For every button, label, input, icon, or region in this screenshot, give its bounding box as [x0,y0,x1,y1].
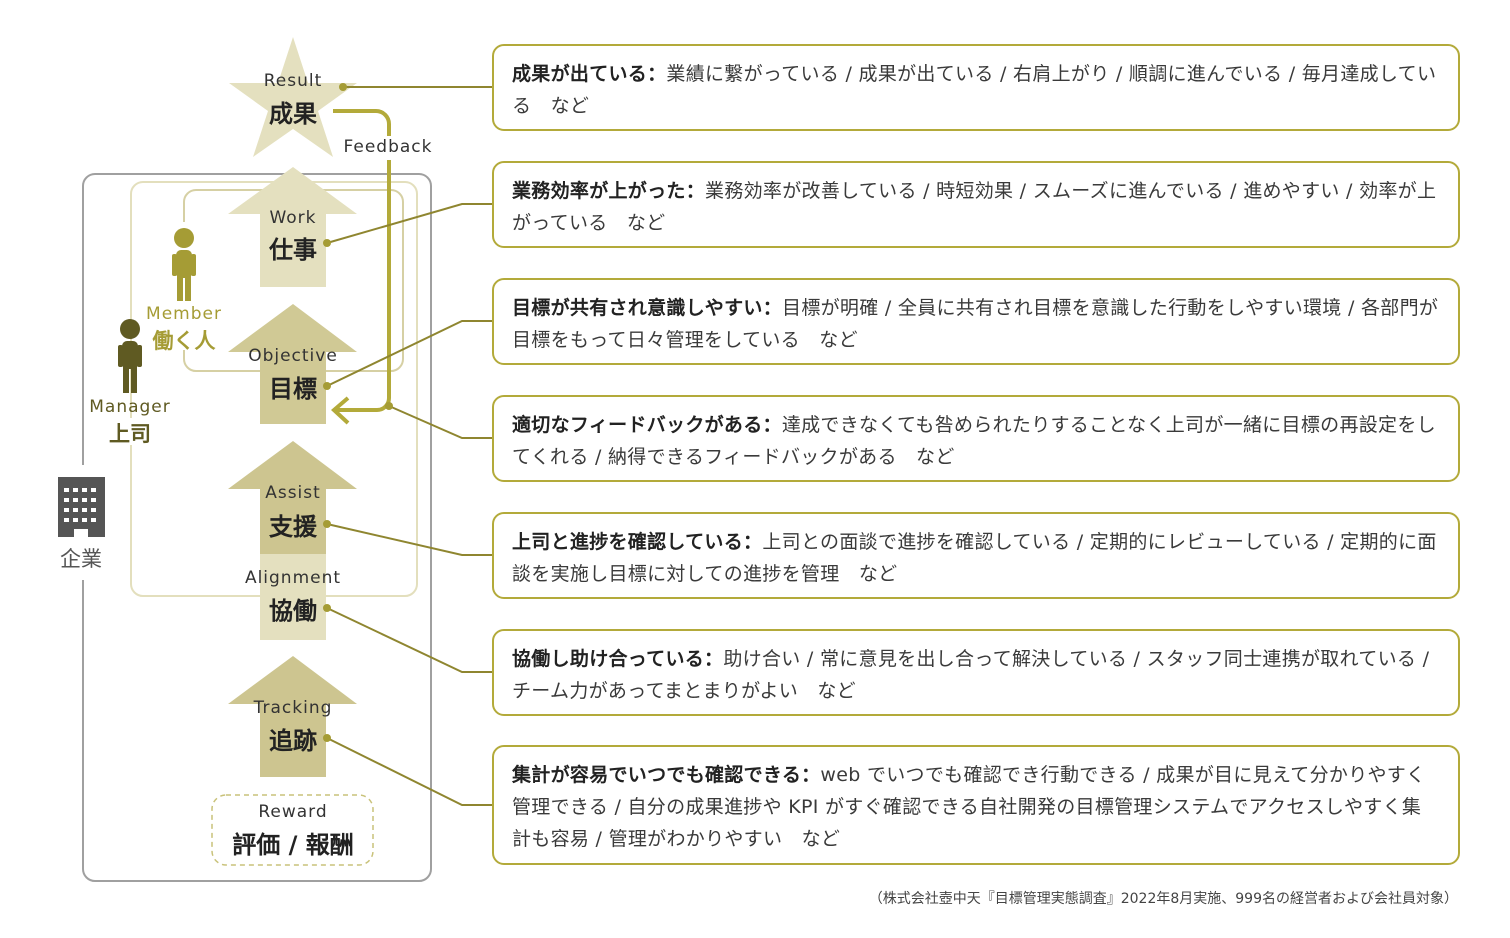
member-frame [183,189,404,372]
alignment-en-label: Alignment [244,568,342,588]
result-description-box: 成果が出ている：業績に繋がっている / 成果が出ている / 右肩上がり / 順調… [492,44,1460,131]
objective-jp-label: 目標 [269,375,317,403]
work-en-label: Work [269,208,317,228]
result-star [229,37,357,157]
objective-arrow [228,304,357,424]
assist-description-box: 上司と進捗を確認している：上司との面談で進捗を確認している / 定期的にレビュー… [492,512,1460,599]
work-arrow [228,167,357,287]
objective-description-box: 目標が共有され意識しやすい：目標が明確 / 全員に共有され目標を意識した行動をし… [492,278,1460,365]
box-title: 目標が共有され意識しやすい： [512,297,783,319]
box-text: 業績に繋がっている / 成果が出ている / 右肩上がり / 順調に進んでいる /… [512,63,1437,117]
reward-en-label: Reward [258,802,328,822]
assist-en-label: Assist [265,483,321,503]
work-jp-label: 仕事 [269,236,317,264]
footnote: （株式会社壺中天『目標管理実態調査』2022年8月実施、999名の経営者および会… [868,891,1458,907]
feedback-description-box: 適切なフィードバックがある：達成できなくても咎められたりすることなく上司が一緒に… [492,395,1460,482]
manager-en-label: Manager [89,397,171,417]
work-description-box: 業務効率が上がった：業務効率が改善している / 時短効果 / スムーズに進んでい… [492,161,1460,248]
connector-dots [323,83,393,742]
member-person-icon [172,228,196,301]
box-text: web でいつでも確認でき行動できる / 成果が目に見えて分かりやすく管理できる… [512,764,1426,850]
box-title: 集計が容易でいつでも確認できる： [512,764,821,786]
box-title: 適切なフィードバックがある： [512,414,782,436]
manager-jp-label: 上司 [109,422,151,446]
objective-en-label: Objective [248,346,338,366]
feedback-label: Feedback [343,137,433,157]
tracking-en-label: Tracking [253,698,333,718]
tracking-description-box: 集計が容易でいつでも確認できる：web でいつでも確認でき行動できる / 成果が… [492,745,1460,865]
manager-person-icon [118,319,142,393]
box-title: 協働し助け合っている： [512,648,724,670]
box-text: 上司との面談で進捗を確認している / 定期的にレビューしている / 定期的に面談… [512,531,1437,585]
member-en-label: Member [146,304,222,324]
box-text: 助け合い / 常に意見を出し合って解決している / スタッフ同士連携が取れている… [512,648,1430,702]
manager-frame [130,181,418,597]
box-text: 業務効率が改善している / 時短効果 / スムーズに進んでいる / 進めやすい … [512,180,1437,234]
connector-lines [326,86,492,806]
alignment-bar [260,554,326,640]
reward-frame [211,794,374,866]
result-jp-label: 成果 [269,100,317,128]
tracking-jp-label: 追跡 [269,727,317,755]
box-title: 成果が出ている： [512,63,667,85]
box-text: 目標が明確 / 全員に共有され目標を意識した行動をしやすい環境 / 各部門が目標… [512,297,1439,351]
assist-jp-label: 支援 [269,513,317,541]
box-title: 上司と進捗を確認している： [512,531,763,553]
company-label: 企業 [60,547,102,571]
result-en-label: Result [263,71,323,91]
alignment-description-box: 協働し助け合っている：助け合い / 常に意見を出し合って解決している / スタッ… [492,629,1460,716]
alignment-jp-label: 協働 [269,597,317,625]
tracking-arrow [228,656,357,777]
box-title: 業務効率が上がった： [512,180,706,202]
member-jp-label: 働く人 [152,329,216,353]
building-icon [58,477,105,537]
company-frame [82,173,432,882]
box-text: 達成できなくても咎められたりすることなく上司が一緒に目標の再設定をしてくれる /… [512,414,1436,468]
feedback-line [330,109,391,425]
reward-jp-label: 評価 / 報酬 [232,831,354,859]
